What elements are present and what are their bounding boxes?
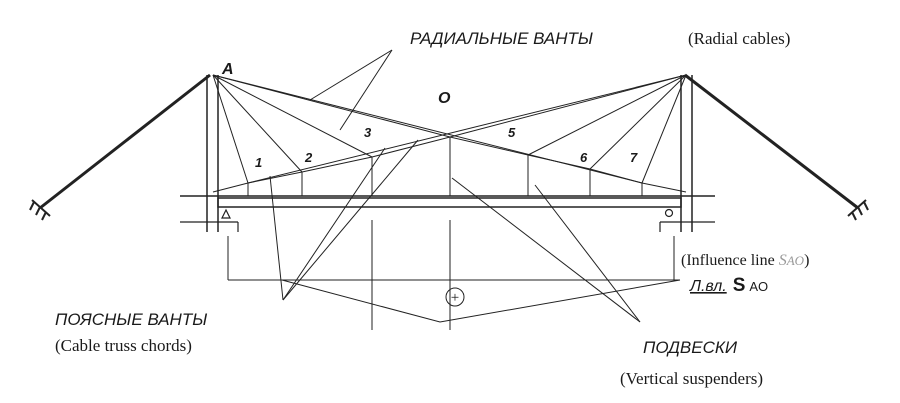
point-o-label: O xyxy=(438,90,451,107)
crossing-cable-b xyxy=(247,74,687,184)
left-pylon xyxy=(206,75,219,232)
node-number-3: 3 xyxy=(364,125,372,140)
left-ground-anchor xyxy=(29,199,51,221)
chord-leaders xyxy=(269,139,419,301)
node-number-5: 5 xyxy=(508,125,516,140)
left-back-stay xyxy=(39,73,211,210)
plus-circle xyxy=(445,287,465,307)
influence-en-ao: AO xyxy=(786,253,805,268)
suspenders-ru-label: ПОДВЕСКИ xyxy=(643,338,738,357)
influence-ru-text: Л.вл. xyxy=(689,278,727,295)
radial-cables-right xyxy=(449,74,687,184)
radial-leaders xyxy=(309,49,393,131)
radial-cables-en-label: (Radial cables) xyxy=(688,29,790,48)
chord-cables-en-label: (Cable truss chords) xyxy=(55,336,192,355)
influence-ru-s: S xyxy=(733,275,746,296)
right-back-stay xyxy=(684,73,859,210)
influence-line-en-label: (Influence line SAO) xyxy=(681,252,809,269)
radial-cables-ru-label: РАДИАЛЬНЫЕ ВАНТЫ xyxy=(410,29,593,48)
right-ground-anchor xyxy=(847,199,869,221)
influence-en-s: S xyxy=(779,252,787,269)
node-number-2: 2 xyxy=(304,150,313,165)
right-pylon xyxy=(680,75,693,232)
plus-sign: + xyxy=(451,290,459,306)
influence-en-close: ) xyxy=(804,252,809,269)
vertical-suspenders xyxy=(247,137,643,196)
chord-cables-ru-label: ПОЯСНЫЕ ВАНТЫ xyxy=(55,310,207,329)
left-pin-support xyxy=(221,208,231,219)
suspender-leaders xyxy=(451,177,641,323)
node-number-7: 7 xyxy=(630,150,638,165)
node-number-1: 1 xyxy=(255,155,262,170)
suspenders-en-label: (Vertical suspenders) xyxy=(620,369,763,388)
node-number-6: 6 xyxy=(580,150,588,165)
influence-en-open: (Influence line xyxy=(681,252,779,269)
deck-girder xyxy=(217,197,682,208)
influence-line-shape xyxy=(281,279,681,323)
crossing-cable-a xyxy=(212,74,643,184)
right-roller-support xyxy=(664,208,674,218)
radial-cables-left xyxy=(212,74,451,184)
influence-ru-ao: AO xyxy=(749,279,768,294)
point-a-label: A xyxy=(221,61,234,78)
